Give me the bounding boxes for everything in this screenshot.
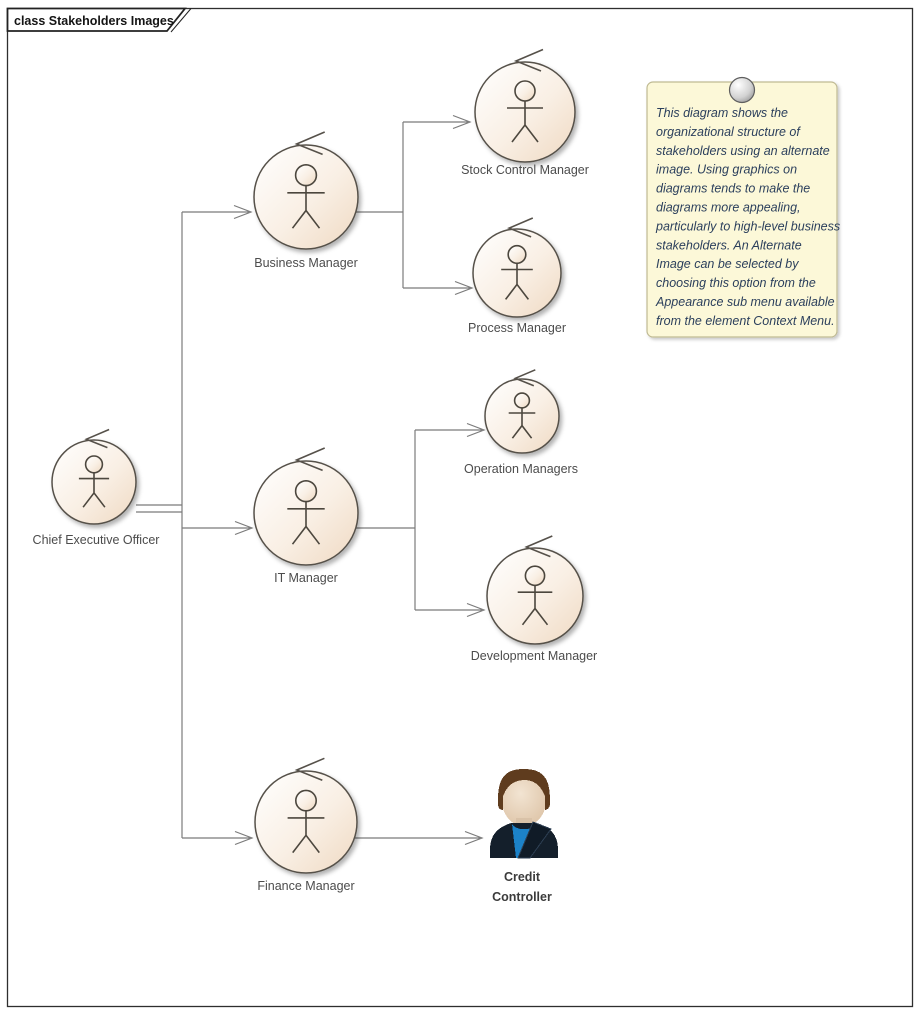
stick-figure-icon — [78, 455, 110, 508]
connector-to-development-manager[interactable] — [415, 602, 486, 618]
actor-chief-executive-officer[interactable]: Chief Executive Officer — [33, 428, 160, 548]
note-line: This diagram shows the — [656, 106, 788, 120]
avatar-lapel — [517, 821, 552, 859]
rotation-arrow-icon — [84, 428, 110, 449]
note-line: diagrams tends to make the — [656, 182, 810, 196]
pin-icon — [728, 76, 756, 104]
actor-business-manager[interactable]: Business Manager — [253, 131, 359, 270]
frame-tab-fold-line — [170, 8, 192, 33]
actor-label: Business Manager — [254, 256, 358, 270]
connector-to-process-manager[interactable] — [403, 280, 474, 296]
note-line: particularly to high-level business — [655, 219, 840, 233]
note-line: diagrams more appealing, — [656, 201, 801, 215]
stick-figure-icon — [507, 80, 543, 143]
connectors — [136, 114, 486, 846]
note-line: from the element Context Menu. — [656, 314, 835, 328]
note-line: stakeholders. An Alternate — [656, 238, 802, 252]
actor-label: Development Manager — [471, 649, 597, 663]
actor-label: Credit — [504, 870, 541, 884]
avatar-face — [502, 776, 546, 826]
note-line: choosing this option from the — [656, 276, 816, 290]
connector-to-stock-control-manager[interactable] — [403, 114, 472, 130]
frame-title: class Stakeholders Images — [14, 14, 174, 28]
note-line: stakeholders using an alternate — [656, 144, 830, 158]
note-line: Image can be selected by — [656, 257, 799, 271]
diagram-frame-border — [6, 7, 914, 1008]
stick-figure-icon — [517, 565, 553, 626]
connector-to-operation-managers[interactable] — [415, 422, 486, 438]
actor-it-manager[interactable]: IT Manager — [253, 447, 359, 585]
actor-label: IT Manager — [274, 571, 338, 585]
diagram-frame-tab: class Stakeholders Images — [6, 7, 192, 33]
note-line: organizational structure of — [656, 125, 801, 139]
actor-label: Process Manager — [468, 321, 566, 335]
rotation-arrow-icon — [294, 757, 325, 781]
stick-figure-icon — [501, 244, 533, 300]
rotation-arrow-icon — [294, 131, 326, 156]
actor-finance-manager[interactable]: Finance Manager — [254, 757, 358, 893]
note-line: Appearance sub menu available — [655, 295, 835, 309]
rotation-arrow-icon — [507, 217, 534, 238]
connector-to-it-manager[interactable] — [182, 520, 254, 536]
actor-label: Stock Control Manager — [461, 163, 589, 177]
actor-stock-control-manager[interactable]: Stock Control Manager — [461, 48, 589, 178]
actor-credit-controller[interactable]: Credit Controller — [490, 769, 558, 904]
connector-to-finance-manager[interactable] — [182, 830, 254, 846]
frame-tab-shape — [6, 7, 187, 32]
actor-label: Controller — [492, 890, 552, 904]
avatar-hair — [498, 769, 550, 810]
connector-to-business-manager[interactable] — [182, 204, 253, 220]
note-element[interactable]: This diagram shows the organizational st… — [646, 76, 840, 338]
connector-it-branch[interactable] — [356, 430, 416, 610]
actor-label: Finance Manager — [257, 879, 354, 893]
rotation-arrow-icon — [524, 535, 553, 558]
rotation-arrow-icon — [513, 369, 536, 387]
actor-operation-managers[interactable]: Operation Managers — [464, 369, 578, 476]
stick-figure-icon — [287, 164, 325, 229]
stick-figure-icon — [508, 392, 536, 439]
person-avatar-icon — [490, 769, 558, 859]
connector-ceo-double-line[interactable] — [136, 504, 182, 513]
note-line: image. Using graphics on — [656, 163, 797, 177]
connector-to-credit-controller[interactable] — [355, 830, 484, 846]
actor-development-manager[interactable]: Development Manager — [471, 535, 597, 663]
actor-label: Operation Managers — [464, 462, 578, 476]
actor-label: Chief Executive Officer — [33, 533, 160, 547]
stick-figure-icon — [287, 789, 325, 854]
rotation-arrow-icon — [513, 48, 544, 72]
actor-process-manager[interactable]: Process Manager — [468, 217, 566, 335]
connector-business-branch[interactable] — [356, 122, 404, 288]
stick-figure-icon — [287, 480, 325, 545]
rotation-arrow-icon — [294, 447, 326, 472]
